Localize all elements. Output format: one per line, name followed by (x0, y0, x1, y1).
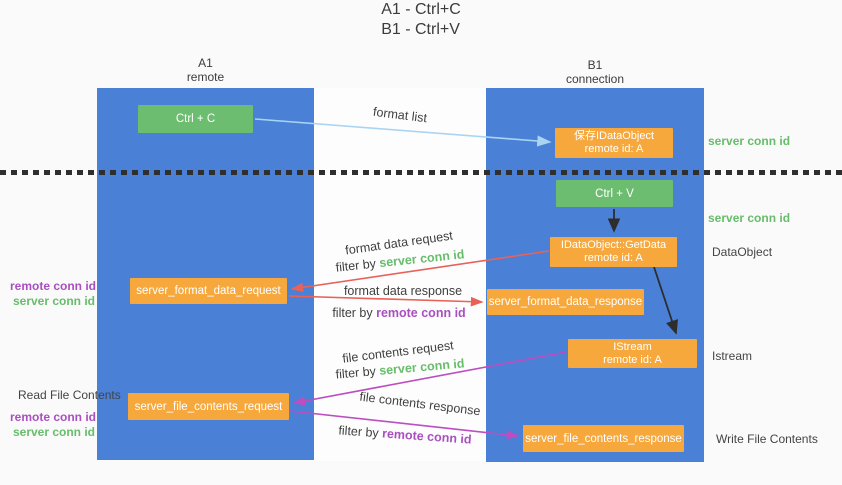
dashed-separator (0, 170, 842, 175)
istream-node: IStream remote id: A (568, 339, 697, 368)
server-file-contents-request-node: server_file_contents_request (128, 393, 289, 420)
left-column-role: remote (186, 70, 225, 84)
istream-line1: IStream (613, 340, 652, 353)
read-file-contents-label: Read File Contents (18, 388, 121, 402)
left-column-name: A1 (198, 56, 213, 70)
remote-conn-id-label-1: remote conn id (10, 279, 97, 293)
ctrl-c-node: Ctrl + C (138, 105, 253, 133)
diagram-title: A1 - Ctrl+C B1 - Ctrl+V (0, 0, 842, 40)
left-conn-id-group-1: remote conn id server conn id (10, 279, 97, 309)
dataobject-label: DataObject (712, 245, 773, 259)
write-file-contents-label: Write File Contents (716, 432, 818, 446)
save-idataobject-node: 保存IDataObject remote id: A (555, 128, 673, 158)
server-format-data-request-node: server_format_data_request (130, 278, 287, 304)
remote-conn-id-label-2: remote conn id (10, 410, 97, 424)
title-line-ctrl-v: B1 - Ctrl+V (381, 21, 460, 38)
ctrl-v-node: Ctrl + V (556, 180, 673, 207)
istream-label: Istream (712, 349, 753, 363)
getdata-line1: IDataObject::GetData (560, 239, 667, 251)
server-file-contents-response-node: server_file_contents_response (523, 425, 684, 452)
istream-line2: remote id: A (603, 353, 662, 366)
getdata-node: IDataObject::GetData remote id: A (550, 237, 677, 267)
filter-by-remote-conn-id-label-1: filter by remote conn id (329, 306, 469, 320)
server-conn-id-label-top: server conn id (708, 134, 791, 148)
save-idataobject-line1: 保存IDataObject (573, 130, 655, 142)
server-format-data-response-node: server_format_data_response (487, 289, 644, 315)
right-column-name: B1 (587, 58, 603, 72)
server-conn-id-label-2: server conn id (12, 425, 95, 439)
filter-by-prefix-4: filter by (337, 423, 383, 441)
getdata-line2: remote id: A (584, 252, 643, 264)
filter-by-prefix-2: filter by (332, 306, 377, 320)
save-idataobject-line2: remote id: A (584, 143, 644, 155)
left-conn-id-group-2: remote conn id server conn id (10, 410, 97, 440)
left-column-header: A1 remote (97, 56, 314, 84)
right-column-header: B1 connection (486, 58, 704, 86)
server-conn-id-label-1: server conn id (12, 294, 95, 308)
right-column-role: connection (565, 72, 625, 86)
filter-by-value-2: remote conn id (376, 306, 466, 320)
title-line-ctrl-c: A1 - Ctrl+C (381, 1, 461, 18)
server-conn-id-label-mid: server conn id (708, 211, 791, 225)
format-data-response-label: format data response (343, 284, 463, 298)
